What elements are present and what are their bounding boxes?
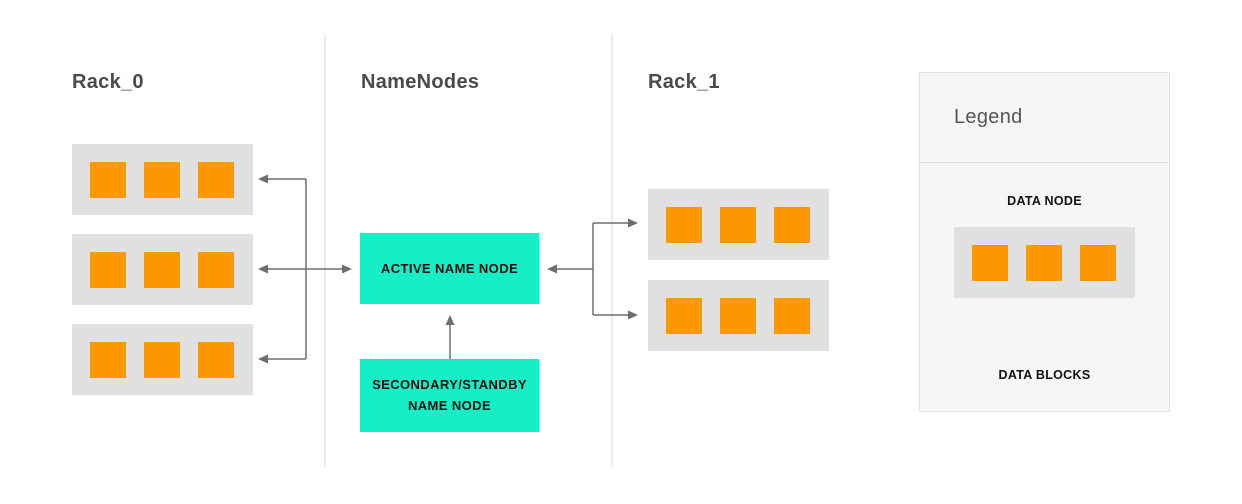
data-node-box — [72, 324, 253, 395]
rack0-title: Rack_0 — [72, 71, 144, 93]
arrowhead-up-icon — [445, 315, 455, 325]
namenodes-title: NameNodes — [361, 71, 480, 93]
data-node-box — [72, 234, 253, 305]
data-node-box — [954, 227, 1135, 298]
data-block — [90, 251, 126, 288]
data-block — [774, 297, 810, 334]
data-blocks-label: DATA BLOCKS — [998, 368, 1091, 382]
data-node-box — [648, 280, 829, 351]
data-block — [144, 341, 180, 378]
legend-header: Legend — [920, 73, 1169, 163]
rack0-node-group — [72, 144, 253, 395]
data-node-box — [648, 189, 829, 260]
rack1-title: Rack_1 — [648, 71, 720, 93]
data-block — [198, 161, 234, 198]
data-block — [90, 341, 126, 378]
data-node-label: DATA NODE — [1007, 194, 1082, 208]
secondary-to-active-namenode-arrow — [445, 315, 455, 359]
data-block — [666, 206, 702, 243]
arrowhead-right-icon — [342, 264, 352, 274]
data-block — [1080, 244, 1116, 281]
legend-node-group — [954, 227, 1135, 298]
legend-panel: Legend DATA NODE DATA BLOCKS — [919, 72, 1170, 412]
active-name-node-label: ACTIVE NAME NODE — [380, 261, 519, 276]
arrowhead-right-icon — [628, 310, 638, 320]
arrowhead-left-icon — [258, 264, 268, 274]
section-divider-left — [324, 34, 326, 467]
active-name-node-box: ACTIVE NAME NODE — [360, 233, 539, 304]
data-block — [198, 251, 234, 288]
active-namenode-to-rack1-arrows — [547, 218, 638, 320]
data-block — [90, 161, 126, 198]
secondary-name-node-label-line2: NAME NODE — [407, 397, 492, 413]
data-block — [720, 297, 756, 334]
secondary-name-node-label-line1: SECONDARY/STANDBY — [372, 376, 527, 392]
rack0-to-active-namenode-arrows — [258, 174, 352, 364]
data-block — [144, 161, 180, 198]
data-block — [666, 297, 702, 334]
data-block — [774, 206, 810, 243]
data-block — [1026, 244, 1062, 281]
arrowhead-left-icon — [547, 264, 557, 274]
legend-title: Legend — [954, 106, 1023, 128]
section-divider-right — [611, 34, 613, 467]
data-block — [198, 341, 234, 378]
data-node-box — [72, 144, 253, 215]
arrowhead-left-icon — [258, 354, 268, 364]
data-block — [144, 251, 180, 288]
arrowhead-left-icon — [258, 174, 268, 184]
secondary-name-node-box: SECONDARY/STANDBY NAME NODE — [360, 359, 539, 432]
data-block — [972, 244, 1008, 281]
rack1-node-group — [648, 189, 829, 351]
arrowhead-right-icon — [628, 218, 638, 228]
data-block — [720, 206, 756, 243]
